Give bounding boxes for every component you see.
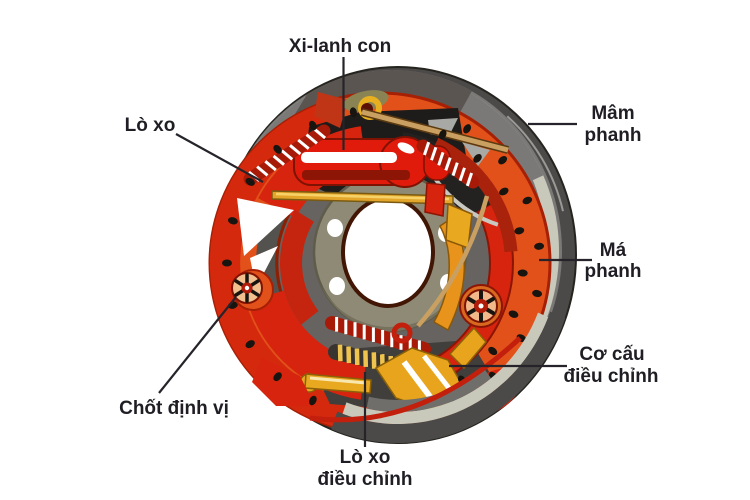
svg-text:phanh: phanh: [585, 261, 642, 282]
svg-text:điều chỉnh: điều chỉnh: [564, 366, 659, 387]
svg-text:điều chỉnh: điều chỉnh: [318, 469, 413, 490]
svg-text:Chốt định vị: Chốt định vị: [119, 398, 229, 419]
svg-text:Xi-lanh con: Xi-lanh con: [289, 36, 391, 57]
svg-text:Lò xo: Lò xo: [125, 115, 176, 136]
svg-text:Lò xo: Lò xo: [340, 447, 391, 468]
svg-text:Mâm: Mâm: [591, 103, 634, 124]
svg-text:Má: Má: [600, 240, 627, 261]
svg-text:Cơ cấu: Cơ cấu: [579, 344, 644, 365]
svg-text:phanh: phanh: [585, 125, 642, 146]
